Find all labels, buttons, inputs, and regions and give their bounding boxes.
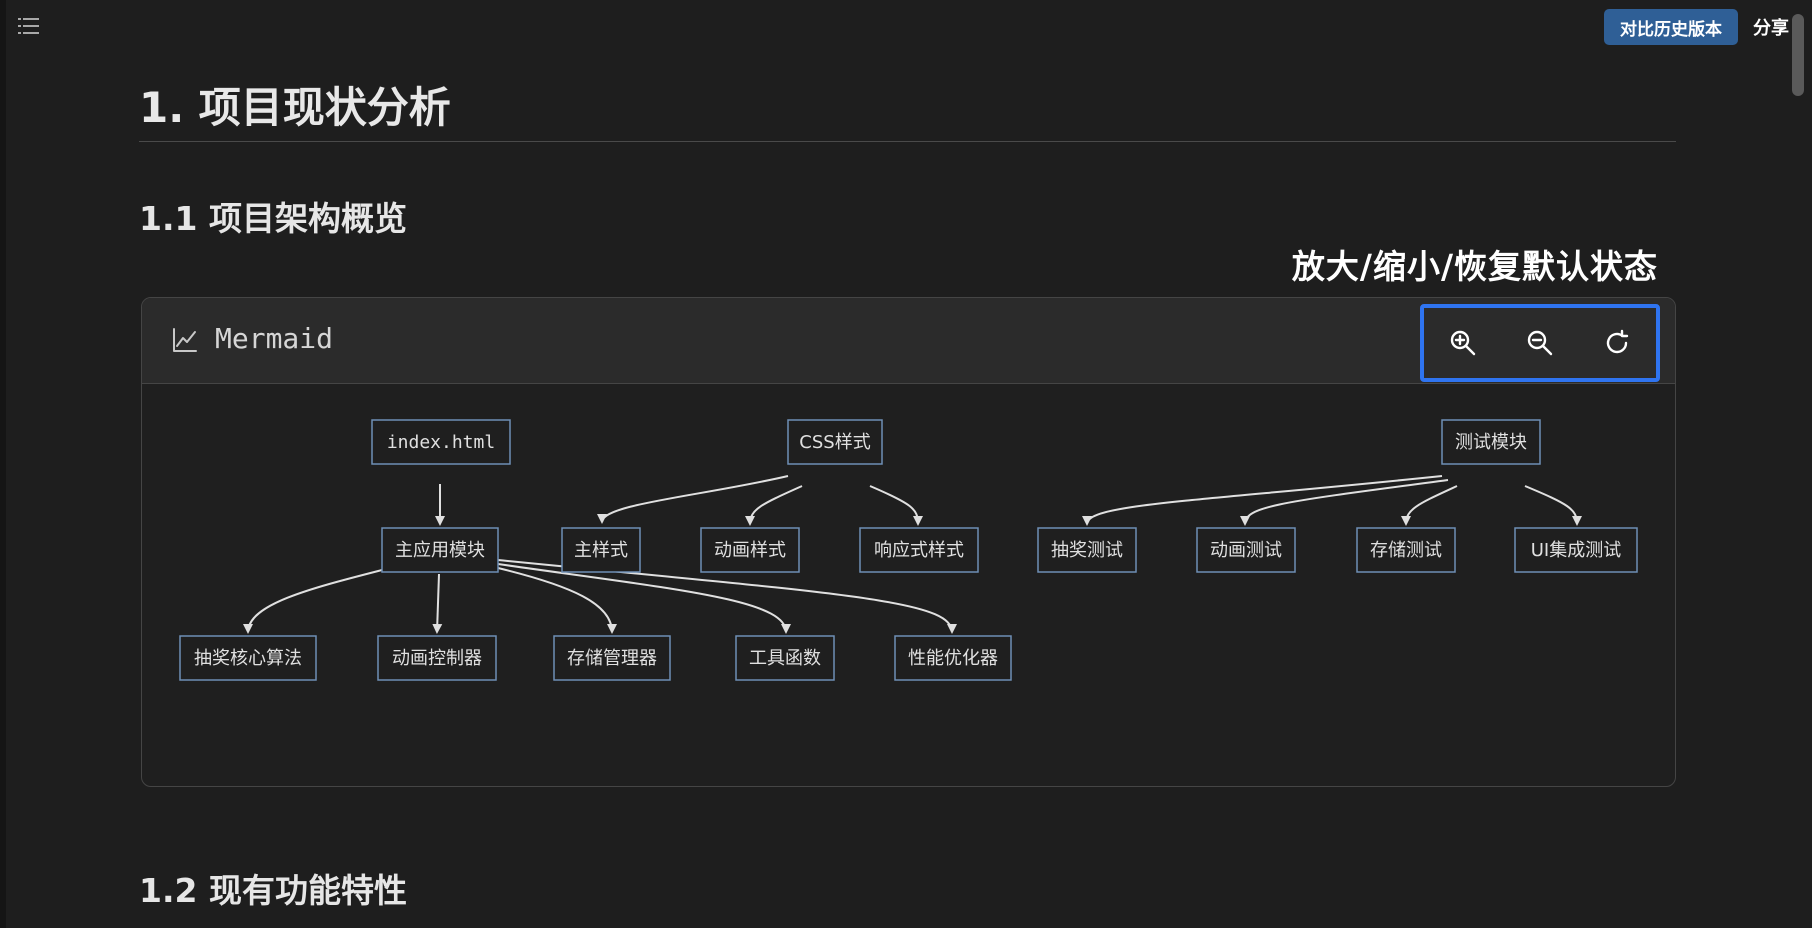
node-anim-style: 动画样式 xyxy=(700,527,800,573)
node-index-html: index.html xyxy=(371,419,511,465)
section-heading-architecture: 1.1 项目架构概览 xyxy=(139,199,407,238)
node-label: 主应用模块 xyxy=(395,540,485,561)
node-label: 存储管理器 xyxy=(567,648,657,669)
node-lottery-core: 抽奖核心算法 xyxy=(179,635,317,681)
edge-test-storage xyxy=(1401,485,1458,526)
scrollbar-thumb[interactable] xyxy=(1792,14,1804,96)
line-chart-icon xyxy=(173,328,197,352)
node-resp-style: 响应式样式 xyxy=(859,527,979,573)
edge-test-anim xyxy=(1240,479,1449,526)
node-label: 存储测试 xyxy=(1370,540,1442,561)
node-ui-test: UI集成测试 xyxy=(1514,527,1638,573)
mermaid-title: Mermaid xyxy=(215,322,334,355)
diagram-edges xyxy=(243,475,1582,634)
node-anim-test: 动画测试 xyxy=(1196,527,1296,573)
zoom-out-icon xyxy=(1527,330,1553,356)
title-divider xyxy=(139,141,1676,142)
node-label: 动画样式 xyxy=(714,540,786,561)
node-label: 响应式样式 xyxy=(874,540,964,561)
edge-test-lottery xyxy=(1082,475,1443,526)
zoom-annotation: 放大/缩小/恢复默认状态 xyxy=(1291,247,1658,286)
reset-zoom-button[interactable] xyxy=(1597,323,1637,363)
node-label: index.html xyxy=(387,432,495,453)
node-label: 动画测试 xyxy=(1210,540,1282,561)
edge-app-anim-ctrl xyxy=(432,573,443,634)
node-label: 动画控制器 xyxy=(392,648,482,669)
section-heading-features: 1.2 现有功能特性 xyxy=(139,871,407,910)
page-title: 1. 项目现状分析 xyxy=(139,83,451,132)
node-app: 主应用模块 xyxy=(381,527,499,573)
edge-test-ui xyxy=(1524,485,1582,526)
edge-app-utils xyxy=(497,563,791,634)
node-label: 抽奖测试 xyxy=(1051,540,1123,561)
node-label: 主样式 xyxy=(574,540,628,561)
compare-history-button[interactable]: 对比历史版本 xyxy=(1604,9,1738,45)
node-anim-ctrl: 动画控制器 xyxy=(377,635,497,681)
edge-css-anim-style xyxy=(745,485,803,526)
left-edge xyxy=(0,0,6,928)
mermaid-diagram: index.html CSS样式 测试模块 主应用模块 主样式 xyxy=(179,419,1638,681)
node-label: 测试模块 xyxy=(1455,432,1527,453)
node-storage-test: 存储测试 xyxy=(1356,527,1456,573)
mermaid-card-header: Mermaid xyxy=(142,298,1675,384)
node-lottery-test: 抽奖测试 xyxy=(1037,527,1137,573)
zoom-out-button[interactable] xyxy=(1520,323,1560,363)
node-label: 抽奖核心算法 xyxy=(194,648,302,669)
node-css: CSS样式 xyxy=(787,419,883,465)
share-button[interactable]: 分享 xyxy=(1753,18,1789,39)
edge-app-lottery-core xyxy=(243,569,383,634)
node-label: CSS样式 xyxy=(799,432,870,453)
node-test: 测试模块 xyxy=(1441,419,1541,465)
diagram-nodes: index.html CSS样式 测试模块 主应用模块 主样式 xyxy=(179,419,1638,681)
node-label: 工具函数 xyxy=(749,648,821,669)
node-label: UI集成测试 xyxy=(1531,540,1621,561)
mermaid-card: Mermaid xyxy=(141,297,1676,787)
zoom-in-icon xyxy=(1450,330,1475,356)
zoom-in-button[interactable] xyxy=(1443,323,1483,363)
node-main-style: 主样式 xyxy=(561,527,641,573)
node-perf: 性能优化器 xyxy=(894,635,1012,681)
edge-app-storage-mgr xyxy=(497,567,617,634)
node-storage-mgr: 存储管理器 xyxy=(553,635,671,681)
node-utils: 工具函数 xyxy=(735,635,835,681)
edge-css-resp-style xyxy=(869,485,923,526)
reset-icon xyxy=(1607,329,1629,354)
edge-css-main-style xyxy=(597,475,789,524)
node-label: 性能优化器 xyxy=(908,648,998,669)
list-icon[interactable] xyxy=(18,17,40,35)
zoom-controls xyxy=(1420,304,1660,382)
